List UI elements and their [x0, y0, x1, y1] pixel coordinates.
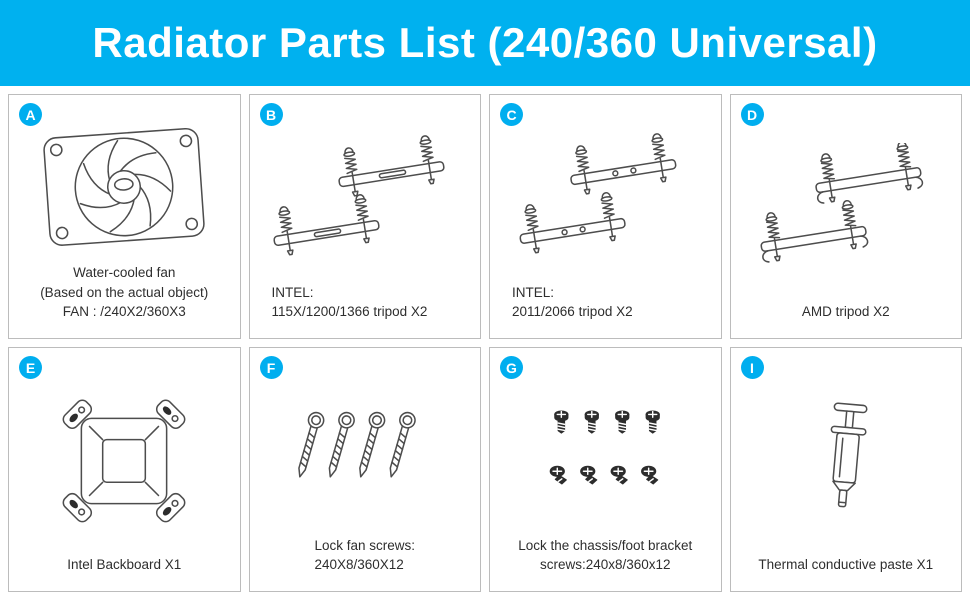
part-badge-c: C: [500, 103, 523, 126]
part-badge-f: F: [259, 356, 283, 379]
part-badge-d: D: [740, 103, 764, 126]
parts-grid: A: [0, 86, 970, 600]
intel-115x-tripod-drawing: [262, 133, 468, 267]
amd-tripod-drawing: [743, 143, 949, 277]
part-caption-c: INTEL: 2011/2066 tripod X2: [512, 284, 633, 320]
part-cell-f: F: [248, 347, 481, 592]
amd-tripod-illustration: [739, 103, 954, 302]
part-badge-i: I: [740, 356, 764, 379]
part-cell-c: C: [489, 94, 722, 339]
part-cell-g: G: [489, 347, 722, 592]
intel-2011-tripod-drawing: [502, 133, 708, 267]
lock-fan-screws-illustration: [258, 356, 473, 536]
part-cell-i: I Thermal conductive paste X1: [729, 347, 962, 592]
part-cell-a: A: [8, 94, 241, 339]
intel-backboard-drawing: [60, 396, 189, 525]
intel-backboard-illustration: [17, 356, 232, 555]
thermal-paste-illustration: [739, 356, 954, 555]
chassis-foot-bracket-screws-drawing: [549, 410, 661, 485]
part-cell-d: D: [729, 94, 962, 339]
water-cooled-fan-drawing: [43, 128, 205, 247]
header-banner: Radiator Parts List (240/360 Universal): [0, 0, 970, 86]
chassis-foot-bracket-screws-illustration: [498, 356, 713, 536]
part-badge-g: G: [500, 356, 523, 379]
part-badge-b: B: [259, 103, 283, 126]
part-cell-b: B: [248, 94, 481, 339]
part-badge-a: A: [19, 103, 42, 126]
intel-115x-tripod-illustration: [258, 103, 473, 283]
page-title: Radiator Parts List (240/360 Universal): [92, 19, 878, 66]
part-caption-g: Lock the chassis/foot bracket screws:240…: [518, 537, 693, 573]
thermal-paste-drawing: [830, 402, 868, 508]
part-caption-a: Water-cooled fan (Based on the actual ob…: [40, 265, 209, 320]
part-caption-e: Intel Backboard X1: [67, 557, 182, 573]
water-cooled-fan-illustration: [17, 103, 232, 263]
part-caption-d: AMD tripod X2: [801, 304, 890, 320]
part-caption-i: Thermal conductive paste X1: [758, 557, 934, 573]
part-caption-b: INTEL: 115X/1200/1366 tripod X2: [271, 284, 428, 320]
lock-fan-screws-drawing: [291, 409, 418, 480]
part-caption-f: Lock fan screws: 240X8/360X12: [314, 537, 416, 573]
intel-2011-tripod-illustration: [498, 103, 713, 283]
part-badge-e: E: [19, 356, 42, 379]
part-cell-e: E: [8, 347, 241, 592]
